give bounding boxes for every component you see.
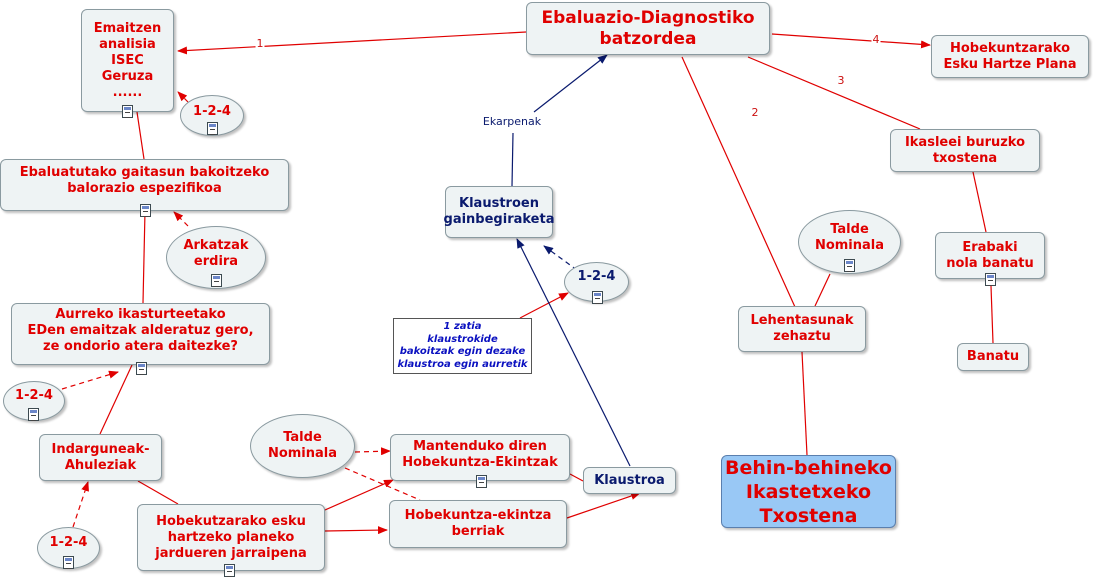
document-icon[interactable]: [136, 362, 147, 375]
node-label: Ikasleei buruzko txostena: [904, 134, 1026, 166]
link-aurreko-indarguneak: [99, 364, 133, 435]
link-batzordea-ikasleei: [747, 56, 921, 130]
document-icon[interactable]: [207, 122, 218, 135]
node-label: Emaitzen analisia ISEC Geruza ......: [93, 20, 162, 100]
link-erabaki-banatu: [990, 285, 994, 344]
link-talde-lehentasunak: [814, 273, 831, 307]
link-ebaluatutako-aurreko: [142, 210, 146, 304]
node-ebaluatutako-gaitasun[interactable]: Ebaluatutako gaitasun bakoitzeko baloraz…: [0, 159, 289, 217]
node-label: Behin-behineko Ikastetxeko Txostena: [725, 456, 892, 527]
node-talde-nominala-left[interactable]: Talde Nominala: [250, 414, 355, 478]
document-icon[interactable]: [28, 408, 39, 421]
node-banatu[interactable]: Banatu: [957, 343, 1029, 371]
link-ekarpenak-batzordea: [533, 54, 608, 113]
link-label-4: 4: [871, 33, 881, 46]
link-label-2: 2: [750, 106, 760, 119]
node-1-2-4-c[interactable]: 1-2-4: [37, 527, 100, 569]
node-indarguneak-ahuleziak[interactable]: Indarguneak- Ahuleziak: [39, 434, 162, 481]
node-label: 1-2-4: [577, 269, 616, 284]
node-lehentasunak-zehaztu[interactable]: Lehentasunak zehaztu: [738, 306, 866, 352]
node-label: Indarguneak- Ahuleziak: [51, 441, 150, 473]
link-ikasleei-erabaki: [972, 171, 987, 233]
link-batzordea-lehentasunak: [681, 56, 796, 308]
node-1-2-4-a[interactable]: 1-2-4: [180, 95, 244, 136]
node-ikasleei-buruzko-txostena[interactable]: Ikasleei buruzko txostena: [890, 129, 1040, 172]
document-icon[interactable]: [985, 273, 996, 286]
node-hobekuntza-ekintza-berriak[interactable]: Hobekuntza-ekintza berriak: [389, 500, 567, 548]
node-label: 1 zatia klaustrokide bakoitzak egin deza…: [397, 321, 528, 370]
dash-arkatzak-ebaluatutako: [173, 211, 189, 227]
link-batzordea-plana: [771, 33, 931, 49]
node-erabaki-nola-banatu[interactable]: Erabaki nola banatu: [935, 232, 1045, 286]
node-label: 1-2-4: [49, 535, 88, 550]
node-label: Arkatzak erdira: [183, 237, 249, 269]
node-1-2-4-d[interactable]: 1-2-4: [564, 262, 629, 304]
dash-e124a-emaitzen: [177, 91, 189, 103]
node-label: Hobekutzarako esku hartzeko planeko jard…: [155, 513, 307, 561]
link-batzordea-emaitzen: [177, 31, 527, 55]
document-icon[interactable]: [211, 274, 222, 287]
document-icon[interactable]: [63, 556, 74, 569]
dash-e124d-klaustroen: [543, 245, 578, 271]
node-label: 1-2-4: [193, 103, 231, 119]
document-icon[interactable]: [140, 204, 151, 217]
node-label: Banatu: [966, 349, 1020, 364]
node-label: 1-2-4: [15, 388, 53, 403]
node-aurreko-ikasturteetako[interactable]: Aurreko ikasturteetako EDen emaitzak ald…: [11, 303, 270, 375]
link-label-1: 1: [255, 37, 265, 50]
node-label: Talde Nominala: [267, 430, 338, 461]
link-zatia-e124d: [519, 292, 569, 319]
node-ebaluazio-diagnostiko-batzordea[interactable]: Ebaluazio-Diagnostiko batzordea: [526, 2, 770, 55]
document-icon[interactable]: [122, 105, 133, 118]
link-indarguneak-hobekutzarako: [137, 480, 179, 505]
node-label: Klaustroen gainbegiraketa: [443, 196, 555, 227]
node-klaustroen-gainbegiraketa[interactable]: Klaustroen gainbegiraketa: [443, 186, 555, 238]
document-icon[interactable]: [224, 564, 235, 577]
node-label: Ebaluazio-Diagnostiko batzordea: [541, 7, 755, 49]
node-label: Aurreko ikasturteetako EDen emaitzak ald…: [27, 307, 254, 354]
link-label-ekarpenak: Ekarpenak: [481, 115, 543, 128]
dash-talde-mantenduko: [354, 447, 391, 456]
document-icon[interactable]: [844, 259, 855, 272]
dash-talde-berriak: [344, 467, 421, 501]
node-mantenduko-diren[interactable]: Mantenduko diren Hobekuntza-Ekintzak: [390, 434, 570, 488]
link-klaustroa-klaustroen: [516, 238, 631, 467]
dash-e124b-aurreko: [61, 370, 119, 390]
link-berriak-klaustroa: [566, 492, 641, 519]
link-mantenduko-klaustroa: [569, 473, 584, 482]
node-label: Hobekuntza-ekintza berriak: [404, 508, 552, 539]
node-hobekutzarako-esku-hartzeko[interactable]: Hobekutzarako esku hartzeko planeko jard…: [137, 504, 325, 577]
node-label: Mantenduko diren Hobekuntza-Ekintzak: [402, 438, 558, 470]
node-emaitzen-analisia[interactable]: Emaitzen analisia ISEC Geruza ......: [81, 9, 174, 118]
node-talde-nominala-right[interactable]: Talde Nominala: [798, 210, 901, 274]
document-icon[interactable]: [476, 475, 487, 488]
dash-e124c-indarguneak: [72, 481, 89, 528]
node-behin-behineko-txostena[interactable]: Behin-behineko Ikastetxeko Txostena: [721, 455, 896, 528]
node-label: Erabaki nola banatu: [946, 239, 1034, 271]
node-label: Lehentasunak zehaztu: [750, 313, 854, 344]
link-lehentasunak-behin: [801, 351, 808, 456]
link-label-3: 3: [836, 74, 846, 87]
node-label: Hobekuntzarako Esku Hartze Plana: [943, 40, 1077, 72]
node-hobekuntzarako-plana[interactable]: Hobekuntzarako Esku Hartze Plana: [931, 35, 1089, 78]
node-label: Talde Nominala: [814, 222, 885, 253]
link-klaustroen-ekarpenak: [511, 132, 514, 187]
node-label: Ebaluatutako gaitasun bakoitzeko baloraz…: [19, 165, 270, 196]
link-hobekutzarako-berriak: [324, 526, 388, 535]
document-icon[interactable]: [592, 291, 603, 304]
node-1-zatia-note: 1 zatia klaustrokide bakoitzak egin deza…: [393, 318, 532, 374]
node-arkatzak-erdira[interactable]: Arkatzak erdira: [166, 226, 266, 289]
link-hobekutzarako-mantenduko: [324, 479, 394, 511]
node-klaustroa[interactable]: Klaustroa: [583, 467, 676, 494]
link-emaitzen-ebaluatutako: [136, 111, 145, 160]
node-label: Klaustroa: [594, 472, 665, 488]
node-1-2-4-b[interactable]: 1-2-4: [3, 381, 65, 421]
